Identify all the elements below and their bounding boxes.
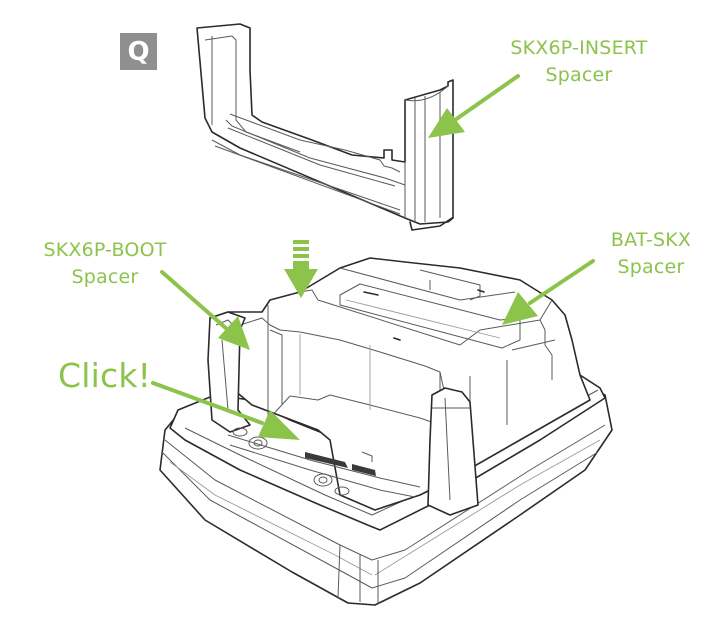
click-callout-arrow-icon bbox=[151, 381, 300, 440]
battery-spacer-label: BAT-SKX Spacer bbox=[600, 227, 702, 281]
boot-callout-arrow-icon bbox=[160, 270, 250, 350]
boot-spacer-label: SKX6P-BOOT Spacer bbox=[30, 237, 180, 291]
charger-base-drawing bbox=[159, 257, 613, 606]
battery-callout-arrow-icon bbox=[502, 259, 595, 325]
insert-spacer-drawing bbox=[196, 23, 454, 231]
click-label: Click! bbox=[58, 356, 152, 395]
insert-spacer-label: SKX6P-INSERT Spacer bbox=[495, 35, 663, 89]
insert-spacer-part-number: SKX6P-INSERT bbox=[510, 37, 648, 59]
insert-spacer-type: Spacer bbox=[545, 64, 613, 86]
down-arrow-dashed-icon bbox=[284, 240, 318, 298]
boot-spacer-type: Spacer bbox=[71, 266, 139, 288]
step-badge: Q bbox=[120, 33, 157, 70]
boot-spacer-part-number: SKX6P-BOOT bbox=[43, 239, 167, 261]
battery-spacer-part-number: BAT-SKX bbox=[610, 229, 692, 251]
battery-spacer-type: Spacer bbox=[617, 256, 685, 278]
insert-callout-arrow-icon bbox=[428, 74, 520, 138]
